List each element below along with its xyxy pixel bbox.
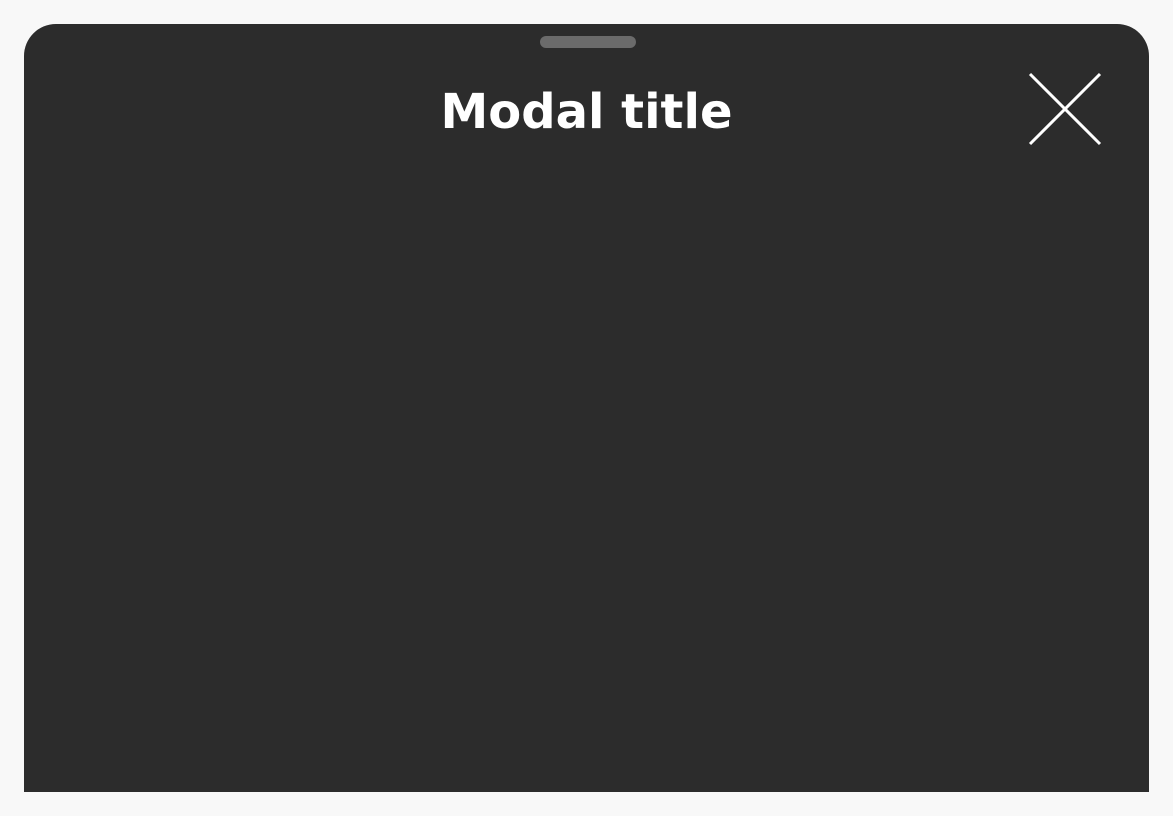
modal-title: Modal title (440, 84, 733, 140)
close-button[interactable] (1020, 64, 1110, 154)
modal-body (24, 174, 1149, 792)
close-icon (1028, 72, 1102, 146)
modal-sheet: Modal title (24, 24, 1149, 792)
drag-handle[interactable] (540, 36, 636, 48)
